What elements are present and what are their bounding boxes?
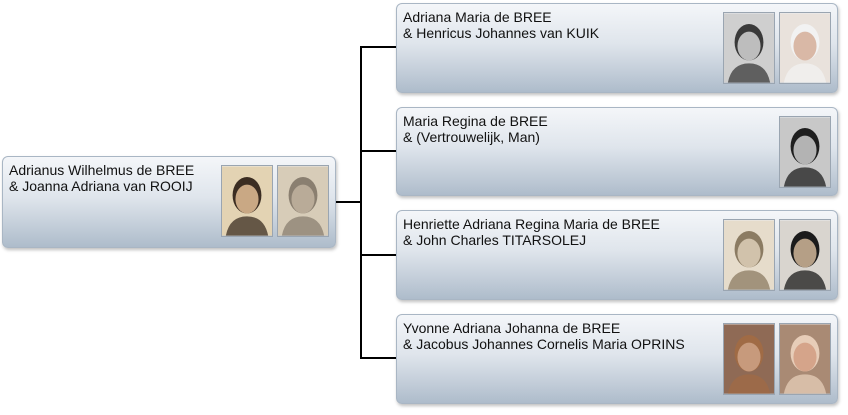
child-2-spouse-name: & (Vertrouwelijk, Man) — [403, 129, 540, 145]
root-couple-card[interactable]: Adrianus Wilhelmus de BREE & Joanna Adri… — [2, 156, 336, 248]
child-2-names: Maria Regina de BREE & (Vertrouwelijk, M… — [403, 113, 548, 145]
portrait-photo-woman — [277, 165, 329, 237]
portrait-photo-woman — [723, 323, 775, 395]
child-card-2[interactable]: Maria Regina de BREE & (Vertrouwelijk, M… — [396, 107, 838, 196]
child-3-person-name: Henriette Adriana Regina Maria de BREE — [403, 216, 660, 232]
connector-child-2 — [360, 150, 396, 152]
child-2-person-name: Maria Regina de BREE — [403, 113, 548, 129]
connector-root-horizontal — [336, 201, 362, 203]
child-2-photos — [779, 116, 831, 188]
child-3-names: Henriette Adriana Regina Maria de BREE &… — [403, 216, 660, 248]
portrait-photo-man — [779, 12, 831, 84]
child-card-3[interactable]: Henriette Adriana Regina Maria de BREE &… — [396, 210, 838, 300]
connector-trunk-vertical — [360, 46, 362, 359]
connector-child-1 — [360, 46, 396, 48]
child-1-person-name: Adriana Maria de BREE — [403, 9, 552, 25]
root-photos — [221, 165, 329, 237]
root-person-name: Adrianus Wilhelmus de BREE — [9, 162, 195, 178]
connector-child-3 — [360, 254, 396, 256]
root-couple-names: Adrianus Wilhelmus de BREE & Joanna Adri… — [9, 162, 194, 194]
portrait-photo-man — [779, 323, 831, 395]
child-1-photos — [723, 12, 831, 84]
connector-child-4 — [360, 357, 396, 359]
child-1-names: Adriana Maria de BREE & Henricus Johanne… — [403, 9, 599, 41]
portrait-photo-woman — [723, 219, 775, 291]
child-4-photos — [723, 323, 831, 395]
child-3-spouse-name: & John Charles TITARSOLEJ — [403, 232, 587, 248]
child-4-spouse-name: & Jacobus Johannes Cornelis Maria OPRINS — [403, 336, 685, 352]
portrait-photo-man — [221, 165, 273, 237]
child-card-1[interactable]: Adriana Maria de BREE & Henricus Johanne… — [396, 3, 838, 93]
portrait-photo-woman — [779, 116, 831, 188]
root-spouse-name: & Joanna Adriana van ROOIJ — [9, 178, 193, 194]
child-1-spouse-name: & Henricus Johannes van KUIK — [403, 25, 600, 41]
child-4-names: Yvonne Adriana Johanna de BREE & Jacobus… — [403, 320, 685, 352]
child-3-photos — [723, 219, 831, 291]
child-card-4[interactable]: Yvonne Adriana Johanna de BREE & Jacobus… — [396, 314, 838, 404]
child-4-person-name: Yvonne Adriana Johanna de BREE — [403, 320, 621, 336]
portrait-photo-man — [779, 219, 831, 291]
portrait-photo-woman — [723, 12, 775, 84]
